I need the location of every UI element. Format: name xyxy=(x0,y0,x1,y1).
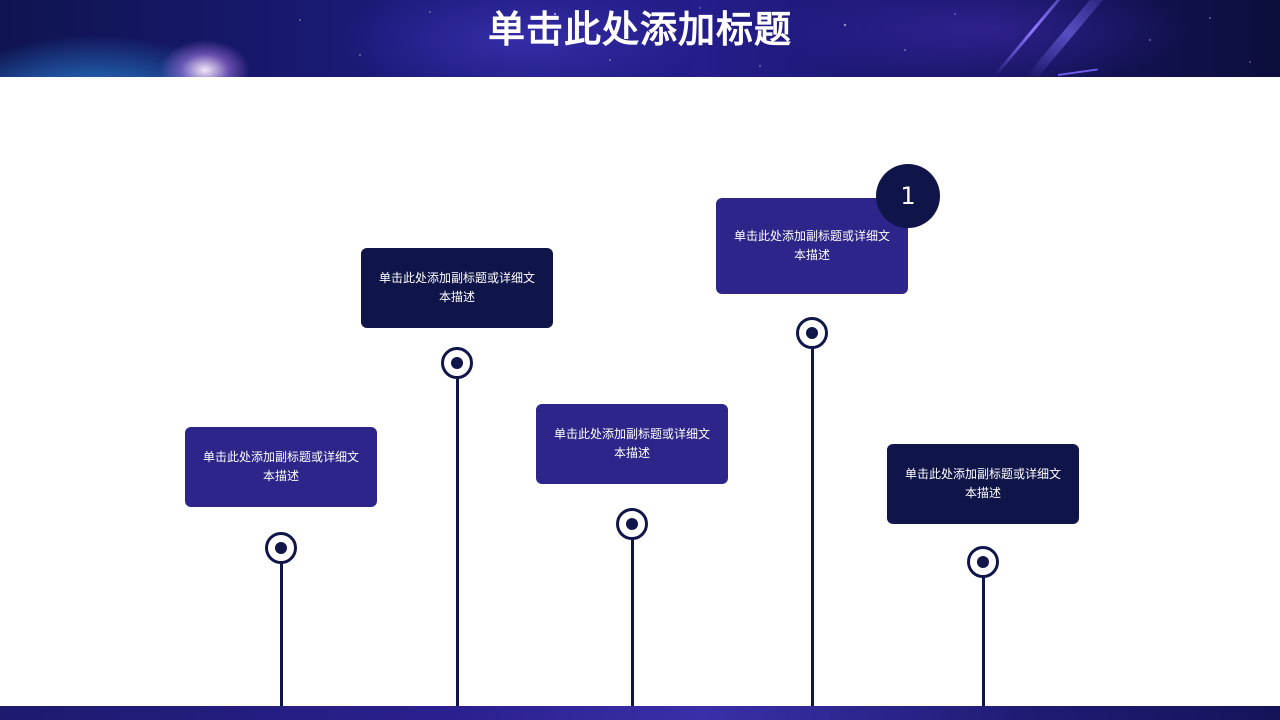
timeline-card-text: 单击此处添加副标题或详细文本描述 xyxy=(202,450,359,483)
timeline-node-dot xyxy=(977,556,989,568)
timeline-node-4 xyxy=(796,317,828,349)
timeline-card-3[interactable]: 单击此处添加副标题或详细文本描述 xyxy=(536,404,728,484)
timeline-stem-1 xyxy=(280,548,283,706)
timeline-card-5[interactable]: 单击此处添加副标题或详细文本描述 xyxy=(887,444,1079,524)
timeline-card-2[interactable]: 单击此处添加副标题或详细文本描述 xyxy=(361,248,553,328)
slide-title-text: 单击此处添加标题 xyxy=(488,8,792,51)
timeline-node-dot xyxy=(806,327,818,339)
timeline-card-1[interactable]: 单击此处添加副标题或详细文本描述 xyxy=(185,427,377,507)
timeline-card-4[interactable]: 单击此处添加副标题或详细文本描述 xyxy=(716,198,908,294)
timeline-stem-2 xyxy=(456,363,459,706)
timeline-card-text: 单击此处添加副标题或详细文本描述 xyxy=(378,271,535,304)
timeline-node-5 xyxy=(967,546,999,578)
timeline-card-text: 单击此处添加副标题或详细文本描述 xyxy=(553,427,710,460)
timeline-node-2 xyxy=(441,347,473,379)
timeline-card-text: 单击此处添加副标题或详细文本描述 xyxy=(904,467,1061,500)
slide-title[interactable]: 单击此处添加标题 xyxy=(0,0,1280,77)
timeline-card-text: 单击此处添加副标题或详细文本描述 xyxy=(733,229,890,262)
timeline-node-dot xyxy=(451,357,463,369)
timeline-stem-5 xyxy=(982,562,985,706)
timeline-node-1 xyxy=(265,532,297,564)
timeline-node-dot xyxy=(626,518,638,530)
timeline-stem-3 xyxy=(631,524,634,706)
timeline-node-dot xyxy=(275,542,287,554)
timeline-stem-4 xyxy=(811,333,814,706)
step-number-badge: 1 xyxy=(876,164,940,228)
footer-bar xyxy=(0,706,1280,720)
timeline-node-3 xyxy=(616,508,648,540)
header-banner: 单击此处添加标题 xyxy=(0,0,1280,83)
